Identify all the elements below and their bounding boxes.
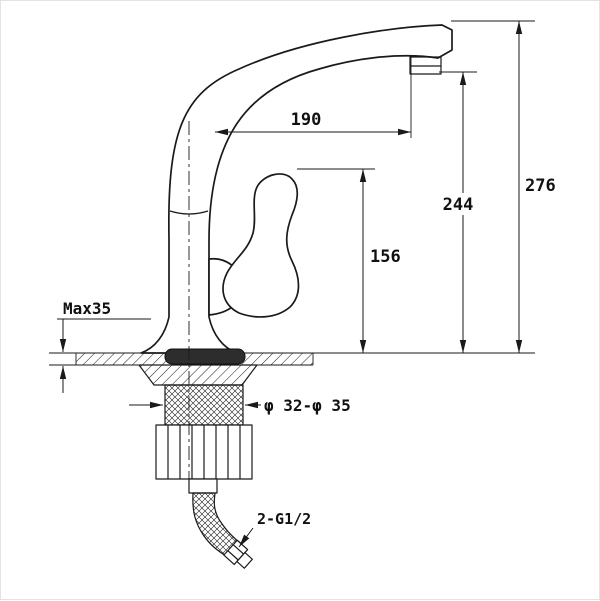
dim-label-244: 244 — [443, 195, 474, 215]
dimension-hose-thread: 2-G1/2 — [238, 510, 311, 548]
fitting-nut-line-1 — [232, 544, 244, 555]
supply-hose — [192, 492, 253, 569]
dimension-overall-height: 276 — [313, 20, 556, 354]
fitting-tip — [236, 551, 253, 569]
dim-label-244-mask — [435, 193, 481, 215]
mounting-hardware — [138, 364, 258, 494]
spout-body-path — [140, 24, 453, 354]
dim-label-diameter: φ 32-φ 35 — [264, 396, 351, 415]
dim-label-156: 156 — [370, 247, 401, 267]
threaded-shank — [164, 384, 244, 426]
dim-label-thread: 2-G1/2 — [257, 510, 311, 528]
thread-leader-line — [238, 527, 254, 548]
dimension-hole-diameter: φ 32-φ 35 — [129, 396, 351, 415]
dim-label-276: 276 — [525, 176, 556, 196]
dim-label-max35: Max35 — [63, 299, 111, 318]
handle-lever-path — [222, 173, 300, 318]
nut-knurl-lines — [167, 425, 241, 479]
hose-connector — [188, 478, 218, 494]
dimension-spout-reach: 190 — [215, 57, 412, 138]
dim-label-190: 190 — [291, 110, 322, 130]
fitting-nut-line-2 — [227, 550, 239, 561]
faucet-handle — [208, 173, 300, 318]
dimension-outlet-height: 244 — [435, 71, 481, 353]
under-deck-flange — [138, 364, 258, 386]
dimension-handle-height: 156 — [297, 168, 401, 353]
faucet-body — [140, 24, 453, 354]
dimension-deck-thickness: Max35 — [49, 299, 151, 393]
mounting-hole — [164, 348, 246, 365]
